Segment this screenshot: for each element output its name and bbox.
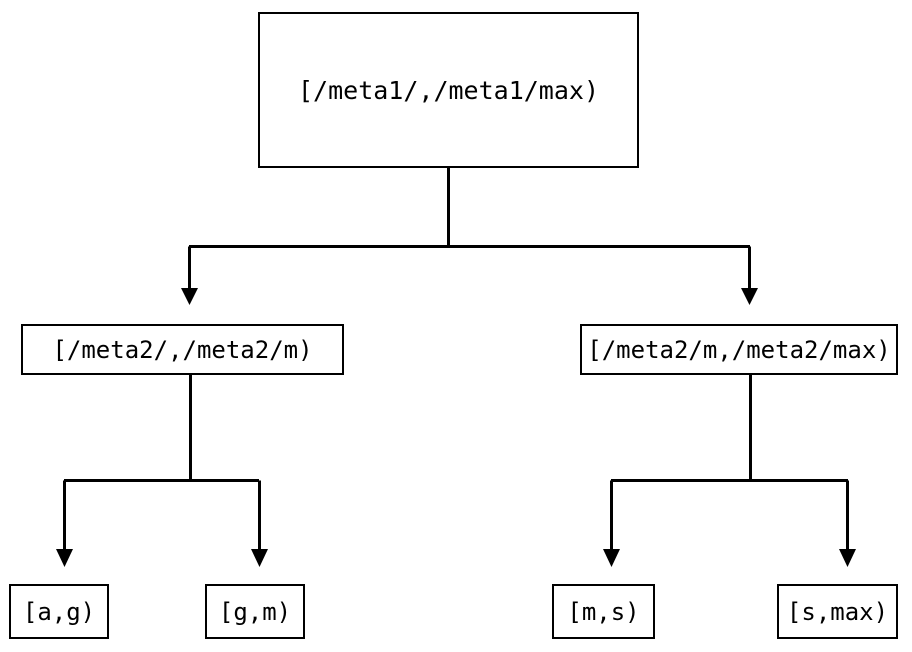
- node-leaf-s-max[interactable]: [s,max): [777, 584, 898, 639]
- node-leaf-m-s[interactable]: [m,s): [552, 584, 655, 639]
- node-leaf-a-g[interactable]: [a,g): [9, 584, 109, 639]
- edge-midright-split: [610, 375, 849, 551]
- arrowhead-midright-to-leaf-ms: [603, 549, 620, 567]
- arrowhead-root-to-mid-right: [741, 288, 758, 305]
- edge-midleft-split: [63, 375, 261, 551]
- node-mid-left[interactable]: [/meta2/,/meta2/m): [21, 324, 344, 375]
- arrowhead-midleft-to-leaf-ag: [56, 549, 73, 567]
- node-mid-right[interactable]: [/meta2/m,/meta2/max): [580, 324, 898, 375]
- arrowhead-root-to-mid-left: [181, 288, 198, 305]
- node-root[interactable]: [/meta1/,/meta1/max): [258, 12, 639, 168]
- arrowhead-midright-to-leaf-smax: [839, 549, 856, 567]
- node-leaf-g-m[interactable]: [g,m): [205, 584, 305, 639]
- arrowhead-midleft-to-leaf-gm: [251, 549, 268, 567]
- edge-root-split: [188, 168, 751, 290]
